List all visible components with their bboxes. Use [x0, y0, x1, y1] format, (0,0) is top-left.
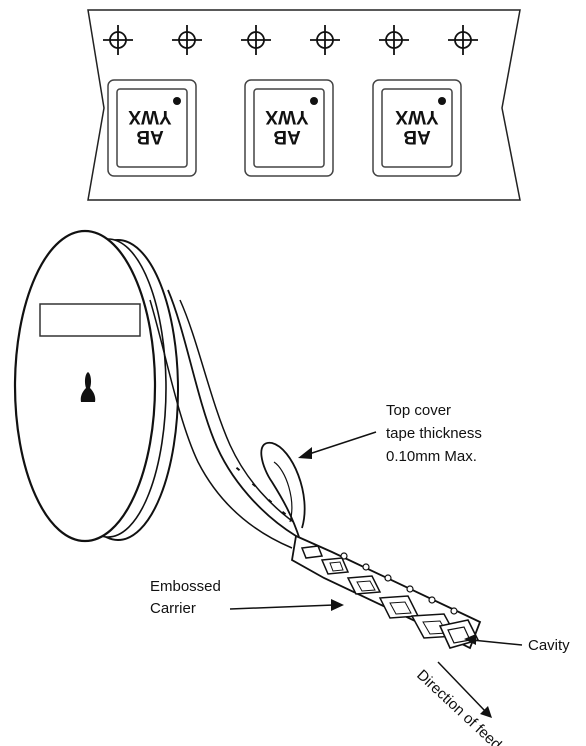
marking-line-2: YWX	[395, 106, 439, 127]
sprocket-hole	[103, 25, 133, 55]
pin1-dot	[173, 97, 181, 105]
package-3: AB YWX	[372, 79, 462, 177]
carrier-tape-top-view: AB YWX AB YWX AB YWX	[87, 9, 521, 201]
carrier-sprocket-holes	[340, 552, 458, 615]
reel-front-flange	[13, 229, 157, 543]
cavity-arrowhead	[464, 634, 476, 645]
package-body	[253, 88, 325, 168]
pin1-dot	[310, 97, 318, 105]
cover-tape-loop-inner	[273, 461, 293, 523]
tape-strand-outer	[167, 289, 297, 537]
direction-label: Direction of feed	[413, 666, 504, 746]
sprocket-hole	[379, 25, 409, 55]
tape-unwinding	[149, 289, 482, 650]
cover-tape-loop	[260, 442, 306, 541]
package-body	[381, 88, 453, 168]
cavity-label: Cavity	[528, 637, 570, 654]
tape-strand-inner	[179, 299, 303, 529]
embossed-arrow-line	[229, 604, 335, 610]
carrier-pockets	[300, 545, 458, 639]
callout-top-cover: Top cover tape thickness 0.10mm Max.	[298, 402, 482, 465]
callout-cavity: Cavity	[464, 634, 570, 654]
sprocket-hole	[172, 25, 202, 55]
marking-line-2: YWX	[265, 106, 309, 127]
marking-line-1: AB	[136, 126, 163, 147]
marking-line-1: AB	[403, 126, 430, 147]
marking-line-1: AB	[273, 126, 300, 147]
tape-perforation-dashes	[235, 466, 287, 516]
package-2: AB YWX	[244, 79, 334, 177]
reel	[13, 229, 179, 543]
sprocket-hole	[310, 25, 340, 55]
callout-direction-of-feed: Direction of feed	[413, 661, 505, 746]
marking-line-2: YWX	[128, 106, 172, 127]
cavity-arrow-line	[471, 639, 523, 646]
tape-strand-edge	[149, 299, 293, 549]
top-cover-label-line3: 0.10mm Max.	[386, 448, 477, 465]
direction-arrowhead	[480, 706, 492, 718]
carrier-pockets-inner	[329, 561, 448, 635]
top-cover-label-line2: tape thickness	[386, 425, 482, 442]
direction-arrow-line	[437, 661, 487, 713]
package-body	[116, 88, 188, 168]
package-pocket	[372, 79, 462, 177]
embossed-label-line2: Carrier	[150, 600, 196, 617]
top-cover-label-line1: Top cover	[386, 402, 451, 419]
package-1: AB YWX	[107, 79, 197, 177]
embossed-label-line1: Embossed	[150, 578, 221, 595]
top-cover-arrow-line	[305, 431, 377, 456]
sprocket-holes	[103, 25, 478, 55]
embossed-arrowhead	[331, 599, 344, 611]
sprocket-hole	[448, 25, 478, 55]
package-pocket	[244, 79, 334, 177]
reel-hub-keyhole	[80, 372, 96, 402]
callout-embossed-carrier: Embossed Carrier	[150, 578, 344, 617]
package-pocket	[107, 79, 197, 177]
reel-label-window	[39, 303, 141, 337]
pin1-dot	[438, 97, 446, 105]
top-cover-arrowhead	[298, 447, 312, 459]
sprocket-hole	[241, 25, 271, 55]
